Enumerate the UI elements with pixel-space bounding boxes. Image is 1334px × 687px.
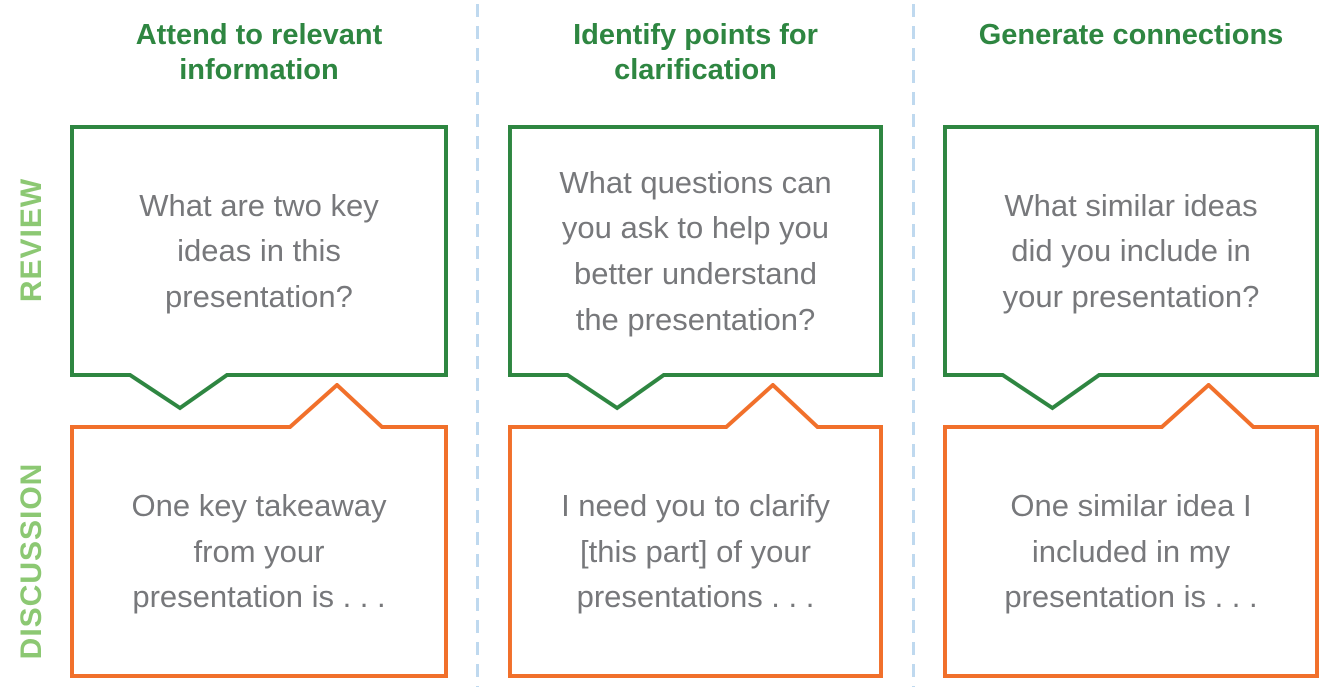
discussion-prompt: I need you to clarify [this part] of you…	[561, 488, 830, 615]
speech-bubble-down-tail-icon	[943, 125, 1319, 411]
review-prompt: What are two key ideas in this presentat…	[139, 187, 379, 314]
column-generate-connections: Generate connections What similar ideas …	[943, 0, 1319, 687]
column-attend-to-relevant-information: Attend to relevant information What are …	[70, 0, 448, 687]
row-label-review: REVIEW	[15, 177, 48, 303]
review-speech-bubble	[943, 125, 1319, 412]
discussion-prompt: One key takeaway from your presentation …	[131, 488, 387, 615]
speech-bubble-up-tail-icon	[70, 383, 448, 678]
discussion-prompt: One similar idea I included in my presen…	[1004, 488, 1258, 615]
discussion-speech-bubble	[508, 383, 883, 678]
column-header: Generate connections	[978, 19, 1284, 51]
review-speech-bubble	[70, 125, 448, 412]
discussion-speech-bubble	[943, 383, 1319, 678]
column-divider	[912, 4, 915, 687]
row-label-discussion: DISCUSSION	[15, 462, 48, 660]
discussion-speech-bubble	[70, 383, 448, 678]
review-speech-bubble	[508, 125, 883, 412]
column-header: Identify points for clarification	[573, 19, 818, 86]
review-prompt: What similar ideas did you include in yo…	[1002, 187, 1260, 314]
speech-bubble-up-tail-icon	[508, 383, 883, 678]
review-prompt: What questions can you ask to help you b…	[559, 164, 832, 337]
column-identify-points-for-clarification: Identify points for clarification What q…	[508, 0, 883, 687]
speech-bubble-down-tail-icon	[70, 125, 448, 411]
column-divider	[476, 4, 479, 687]
speech-bubble-up-tail-icon	[943, 383, 1319, 678]
column-header: Attend to relevant information	[135, 19, 383, 86]
speech-bubble-down-tail-icon	[508, 125, 883, 411]
